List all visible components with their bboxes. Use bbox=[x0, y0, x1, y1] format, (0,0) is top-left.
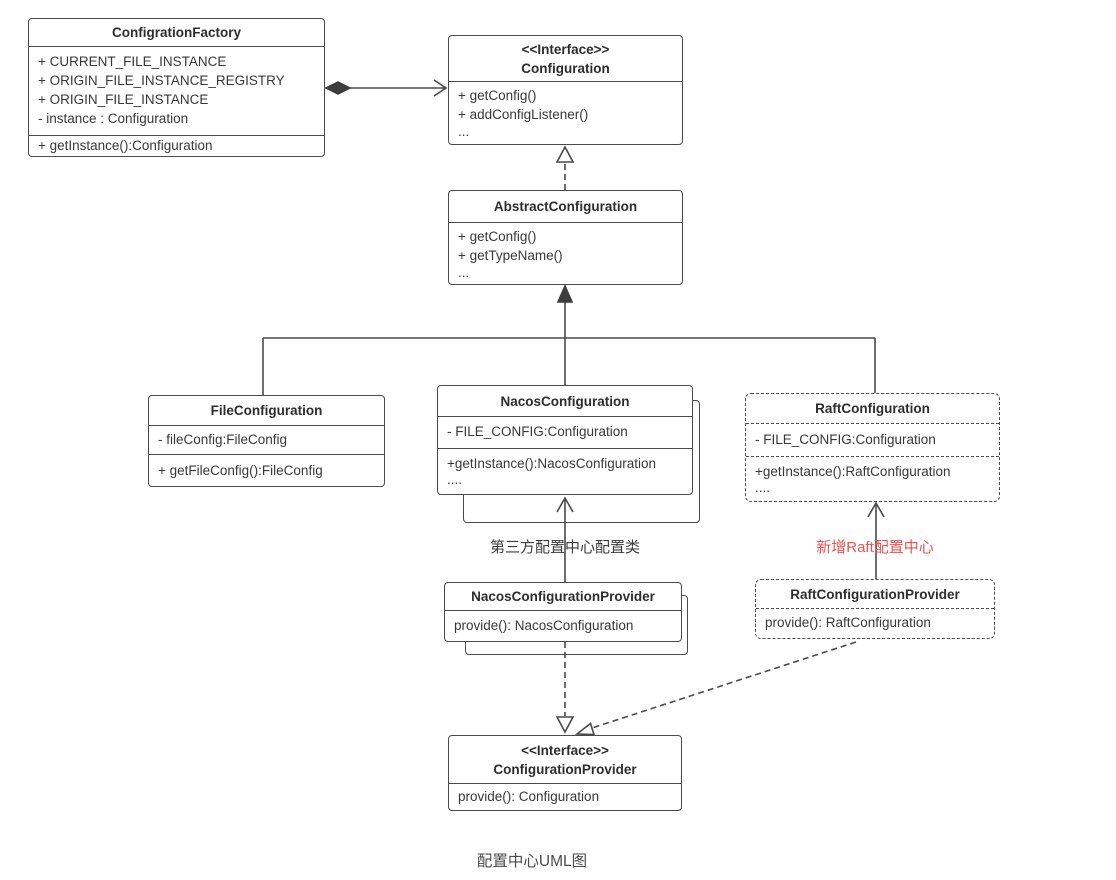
class-abstract-configuration[interactable]: AbstractConfiguration + getConfig() + ge… bbox=[448, 190, 683, 285]
method-line: + getConfig() bbox=[458, 88, 537, 103]
class-attributes: - FILE_CONFIG:Configuration bbox=[746, 423, 999, 456]
interface-configuration[interactable]: <<Interface>> Configuration + getConfig(… bbox=[448, 35, 683, 145]
edge-raft-provider-realizes-provider bbox=[574, 641, 857, 736]
class-title: RaftConfigurationProvider bbox=[790, 586, 960, 602]
class-title: FileConfiguration bbox=[210, 403, 323, 418]
class-file-configuration[interactable]: FileConfiguration - fileConfig:FileConfi… bbox=[148, 395, 385, 487]
class-configration-factory[interactable]: ConfigrationFactory + CURRENT_FILE_INSTA… bbox=[28, 18, 325, 157]
method-line: provide(): Configuration bbox=[458, 789, 600, 804]
attribute-line: - instance : Configuration bbox=[38, 110, 189, 126]
class-methods: + getFileConfig():FileConfig bbox=[149, 454, 384, 486]
method-line: .... bbox=[755, 481, 771, 495]
class-title: ConfigrationFactory bbox=[111, 24, 241, 40]
class-title: NacosConfiguration bbox=[500, 393, 630, 409]
class-attributes: - FILE_CONFIG:Configuration bbox=[438, 416, 692, 448]
class-nacos-configuration[interactable]: NacosConfiguration - FILE_CONFIG:Configu… bbox=[437, 385, 693, 495]
method-line: + addConfigListener() bbox=[458, 107, 589, 122]
class-methods: +getInstance():NacosConfiguration .... bbox=[438, 448, 692, 494]
class-methods: +getInstance():RaftConfiguration .... bbox=[746, 456, 999, 501]
class-nacos-configuration-provider[interactable]: NacosConfigurationProvider provide(): Na… bbox=[444, 582, 682, 642]
edge-abstract-realizes-configuration bbox=[555, 145, 575, 190]
class-title: <<Interface>> Configuration bbox=[449, 36, 682, 81]
class-methods: provide(): RaftConfiguration bbox=[756, 608, 994, 638]
class-title: AbstractConfiguration bbox=[493, 199, 638, 214]
attribute-line: + ORIGIN_FILE_INSTANCE_REGISTRY bbox=[38, 72, 285, 88]
class-title: <<Interface>> ConfigurationProvider bbox=[449, 736, 681, 783]
edge-generalization-tree bbox=[262, 284, 876, 395]
method-line: .... bbox=[447, 473, 463, 487]
method-line: + getTypeName() bbox=[458, 248, 563, 263]
method-line: + getFileConfig():FileConfig bbox=[158, 463, 323, 478]
attribute-line: - fileConfig:FileConfig bbox=[158, 432, 288, 447]
diagram-caption: 配置中心UML图 bbox=[476, 853, 588, 870]
class-title-text: ConfigurationProvider bbox=[493, 761, 637, 777]
attribute-line: + ORIGIN_FILE_INSTANCE bbox=[38, 91, 209, 107]
attribute-line: - FILE_CONFIG:Configuration bbox=[447, 424, 628, 439]
method-line: + getConfig() bbox=[458, 229, 537, 244]
class-title: RaftConfiguration bbox=[815, 401, 930, 416]
class-methods: provide(): NacosConfiguration bbox=[445, 610, 681, 641]
method-line: +getInstance():RaftConfiguration bbox=[755, 464, 951, 479]
class-title: NacosConfigurationProvider bbox=[471, 589, 655, 604]
annotation-third-party-config: 第三方配置中心配置类 bbox=[489, 539, 640, 556]
method-line: +getInstance():NacosConfiguration bbox=[447, 456, 656, 471]
class-attributes: - fileConfig:FileConfig bbox=[149, 425, 384, 454]
stereotype-label: <<Interface>> bbox=[521, 742, 609, 758]
class-raft-configuration[interactable]: RaftConfiguration - FILE_CONFIG:Configur… bbox=[745, 393, 1000, 502]
method-line: ... bbox=[458, 265, 470, 280]
class-methods: + getConfig() + addConfigListener() ... bbox=[449, 81, 682, 144]
class-methods: + getInstance():Configuration bbox=[29, 135, 324, 156]
class-methods: provide(): Configuration bbox=[449, 783, 681, 810]
annotation-raft-new: 新增Raft配置中心 bbox=[816, 539, 934, 556]
class-raft-configuration-provider[interactable]: RaftConfigurationProvider provide(): Raf… bbox=[755, 579, 995, 639]
interface-configuration-provider[interactable]: <<Interface>> ConfigurationProvider prov… bbox=[448, 735, 682, 811]
method-line: + getInstance():Configuration bbox=[38, 138, 213, 153]
class-title-text: Configuration bbox=[521, 60, 610, 76]
attribute-line: - FILE_CONFIG:Configuration bbox=[755, 432, 936, 447]
edge-nacos-provider-realizes-provider bbox=[555, 642, 575, 734]
edge-factory-to-configuration bbox=[324, 79, 448, 97]
method-line: provide(): NacosConfiguration bbox=[454, 618, 634, 633]
attribute-line: + CURRENT_FILE_INSTANCE bbox=[38, 53, 227, 69]
method-line: provide(): RaftConfiguration bbox=[765, 615, 931, 630]
method-line: ... bbox=[458, 124, 470, 139]
stereotype-label: <<Interface>> bbox=[521, 41, 610, 57]
class-attributes: + CURRENT_FILE_INSTANCE + ORIGIN_FILE_IN… bbox=[29, 45, 324, 135]
class-methods: + getConfig() + getTypeName() ... bbox=[449, 222, 682, 284]
